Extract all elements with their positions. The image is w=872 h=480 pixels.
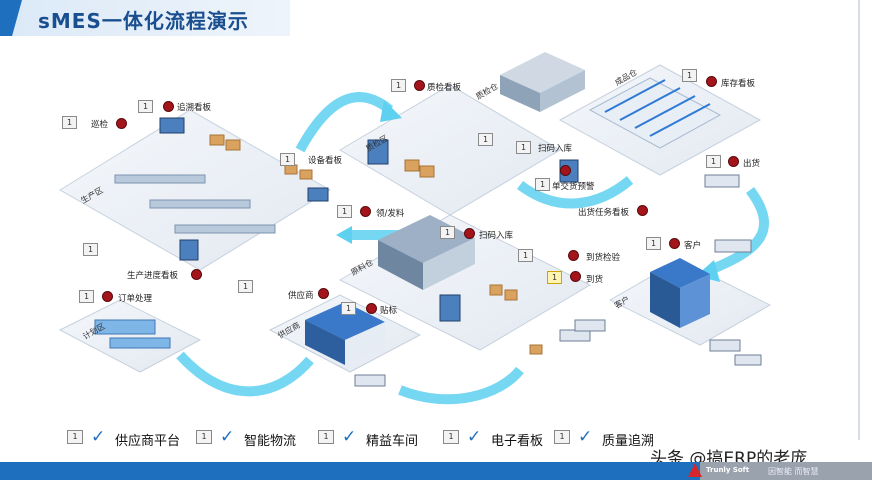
marker-dot-icon [191, 269, 202, 280]
node-ship-task-board[interactable]: 出货任务看板 [578, 208, 630, 218]
flow-arrow-2 [517, 176, 634, 209]
footer-brand-area [700, 462, 872, 480]
header-band [0, 0, 290, 36]
node-arrival[interactable]: 到货 [586, 275, 604, 285]
node-badge: 1 [535, 178, 550, 191]
marker-dot-icon [637, 205, 648, 216]
legend-item-lean-workshop[interactable]: 1 ✓ 精益车间 [318, 427, 433, 449]
finished-racks [588, 77, 722, 149]
marker-dot-icon [360, 206, 371, 217]
legend-label: 智能物流 [244, 434, 297, 449]
node-stock-board[interactable]: 库存看板 [721, 79, 756, 89]
checkmark-icon: ✓ [91, 427, 106, 447]
inspection-warehouse-building [500, 52, 585, 112]
marker-dot-icon [669, 238, 680, 249]
node-order-processing[interactable]: 订单处理 [118, 294, 153, 304]
legend-item-e-board[interactable]: 1 ✓ 电子看板 [443, 427, 558, 449]
process-scene: 生产区 质检区 质检仓 成品仓 原料仓 计划区 供应商 客户 1 巡检 1 追溯… [58, 52, 772, 405]
marker-dot-icon [366, 303, 377, 314]
plan-platform [58, 299, 202, 373]
flow-illustration [58, 52, 772, 405]
node-badge: 1 [391, 79, 406, 92]
node-badge: 1 [706, 155, 721, 168]
node-badge: 1 [79, 290, 94, 303]
marker-dot-icon [464, 228, 475, 239]
node-badge: 1 [62, 116, 77, 129]
legend-badge: 1 [196, 430, 212, 444]
legend-label: 质量追溯 [602, 434, 655, 449]
office-desks [94, 319, 171, 349]
node-trace-board[interactable]: 追溯看板 [177, 103, 212, 113]
node-badge: 1 [83, 243, 98, 256]
legend-item-smart-logistics[interactable]: 1 ✓ 智能物流 [196, 427, 311, 449]
node-progress-board[interactable]: 生产进度看板 [127, 271, 179, 281]
divider [858, 0, 860, 440]
legend-badge: 1 [443, 430, 459, 444]
supplier-building [305, 302, 385, 365]
node-label[interactable]: 贴标 [380, 306, 398, 316]
customer-building [650, 258, 710, 328]
marker-dot-icon [116, 118, 127, 129]
marker-dot-icon [568, 250, 579, 261]
page-title: sMES一体化流程演示 [38, 9, 249, 33]
header: sMES一体化流程演示 [0, 0, 872, 40]
node-equipment-board[interactable]: 设备看板 [308, 156, 343, 166]
marker-dot-icon [414, 80, 425, 91]
brand-name: Trunly Soft [706, 466, 750, 474]
legend-item-quality-trace[interactable]: 1 ✓ 质量追溯 [554, 427, 669, 449]
node-badge: 1 [280, 153, 295, 166]
node-arrival-check[interactable]: 到货检验 [586, 253, 621, 263]
node-shipping[interactable]: 出货 [743, 159, 761, 169]
node-badge: 1 [516, 141, 531, 154]
marker-dot-icon [102, 291, 113, 302]
legend: 1 ✓ 供应商平台 1 ✓ 智能物流 1 ✓ 精益车间 1 ✓ 电子看板 1 ✓… [0, 422, 872, 452]
flow-arrow-5 [398, 366, 524, 405]
legend-item-supplier-platform[interactable]: 1 ✓ 供应商平台 [67, 427, 187, 449]
legend-label: 供应商平台 [115, 434, 181, 449]
checkmark-icon: ✓ [467, 427, 482, 447]
node-badge: 1 [341, 302, 356, 315]
checkmark-icon: ✓ [220, 427, 235, 447]
legend-badge: 1 [67, 430, 83, 444]
flow-arrow-3 [708, 187, 770, 275]
flow-arrow-4 [176, 351, 314, 397]
node-quality-board[interactable]: 质检看板 [427, 83, 462, 93]
node-badge: 1 [138, 100, 153, 113]
node-single-report[interactable]: 单交货预警 [552, 182, 595, 192]
node-badge: 1 [238, 280, 253, 293]
marker-dot-icon [706, 76, 717, 87]
node-scan-in-top[interactable]: 扫码入库 [537, 144, 572, 154]
footer-bar [0, 462, 872, 480]
marker-dot-icon [163, 101, 174, 112]
production-line [114, 174, 276, 234]
legend-label: 电子看板 [491, 434, 544, 449]
node-customer[interactable]: 客户 [684, 241, 702, 251]
legend-badge: 1 [554, 430, 570, 444]
node-badge: 1 [682, 69, 697, 82]
legend-badge: 1 [318, 430, 334, 444]
node-badge: 1 [518, 249, 533, 262]
node-pick-feed[interactable]: 领/发料 [376, 209, 405, 219]
node-badge: 1 [478, 133, 493, 146]
flow-arrow-1 [295, 92, 394, 153]
legend-label: 精益车间 [366, 434, 419, 449]
node-supplier[interactable]: 供应商 [288, 291, 314, 301]
trucks [354, 174, 762, 387]
marker-dot-icon [560, 165, 571, 176]
marker-dot-icon [570, 271, 581, 282]
marker-dot-icon [728, 156, 739, 167]
marker-dot-icon [318, 288, 329, 299]
node-badge: 1 [337, 205, 352, 218]
node-patrol[interactable]: 巡检 [91, 120, 109, 130]
checkmark-icon: ✓ [342, 427, 357, 447]
node-badge: 1 [646, 237, 661, 250]
flow-arrow-6-head [336, 226, 352, 244]
node-badge: 1 [440, 226, 455, 239]
node-scan-in-raw[interactable]: 扫码入库 [479, 231, 514, 241]
flow-arrow-1-head [380, 100, 402, 122]
cargo-boxes [209, 134, 543, 355]
brand-slogan: 因智能 而智慧 [768, 467, 819, 476]
checkmark-icon: ✓ [578, 427, 593, 447]
node-badge-highlight: 1 [547, 271, 562, 284]
